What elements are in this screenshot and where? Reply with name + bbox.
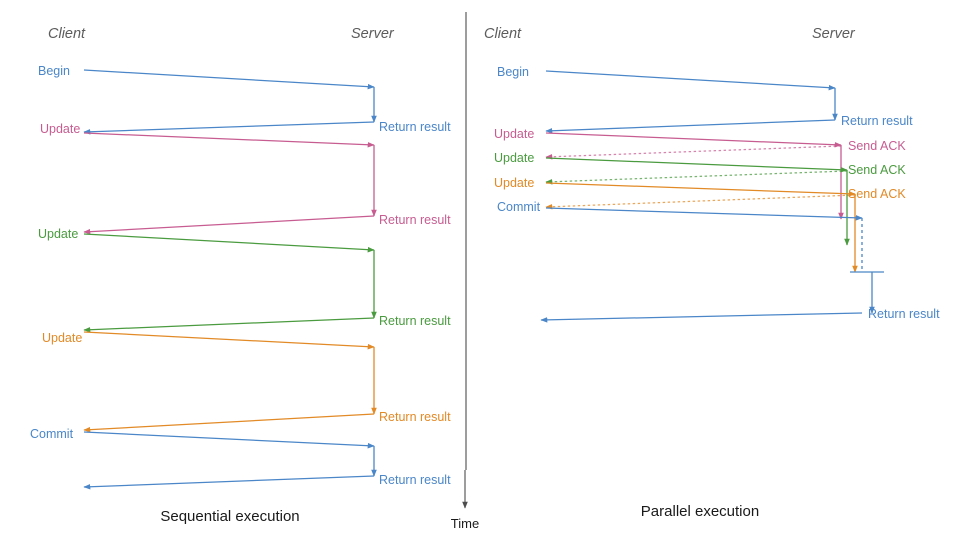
message-arrow-commit-8: [545, 207, 863, 221]
message-label-begin-0: Begin: [38, 64, 70, 78]
message-label-commit-8: Commit: [30, 427, 74, 441]
message-arrow-return-result-9: [540, 312, 863, 323]
message-arrow-send-ack-7: [545, 194, 856, 210]
message-label-update-6: Update: [494, 176, 534, 190]
lane-title-client: Client: [484, 26, 522, 42]
message-label-return-result-7: Return result: [379, 410, 451, 424]
time-axis-label: Time: [451, 516, 479, 531]
message-label-return-result-9: Return result: [868, 307, 940, 321]
panel-caption-sequential: Sequential execution: [160, 508, 299, 525]
message-arrow-send-ack-5: [545, 170, 848, 185]
message-label-send-ack-3: Send ACK: [848, 139, 906, 153]
message-arrow-update-4: [545, 157, 848, 173]
message-label-return-result-5: Return result: [379, 314, 451, 328]
lane-title-client: Client: [48, 26, 86, 42]
message-arrow-send-ack-3: [545, 145, 842, 160]
message-arrow-return-result-7: [83, 413, 375, 433]
message-label-send-ack-5: Send ACK: [848, 163, 906, 177]
message-label-begin-0: Begin: [497, 65, 529, 79]
message-arrow-return-result-1: [83, 121, 375, 135]
message-arrow-return-result-5: [83, 317, 375, 333]
panel-caption-parallel: Parallel execution: [641, 503, 759, 520]
message-label-update-4: Update: [494, 151, 534, 165]
message-arrow-return-result-9: [83, 475, 375, 490]
message-arrow-begin-0: [83, 69, 375, 90]
message-label-return-result-1: Return result: [841, 114, 913, 128]
message-label-commit-8: Commit: [497, 200, 541, 214]
message-arrow-return-result-3: [83, 215, 375, 235]
message-label-update-4: Update: [38, 227, 78, 241]
message-label-update-2: Update: [494, 127, 534, 141]
message-arrow-update-4: [83, 233, 375, 253]
message-label-return-result-3: Return result: [379, 213, 451, 227]
message-arrow-return-result-1: [545, 119, 836, 134]
message-arrow-begin-0: [545, 70, 836, 91]
message-arrow-update-6: [545, 182, 856, 197]
message-arrow-update-2: [545, 132, 842, 148]
message-label-update-6: Update: [42, 331, 82, 345]
lane-title-server: Server: [812, 26, 856, 42]
message-label-update-2: Update: [40, 122, 80, 136]
message-arrow-update-2: [83, 132, 375, 148]
message-label-send-ack-7: Send ACK: [848, 187, 906, 201]
message-arrow-update-6: [83, 331, 375, 350]
message-arrow-commit-8: [83, 431, 375, 449]
message-label-return-result-9: Return result: [379, 473, 451, 487]
message-label-return-result-1: Return result: [379, 120, 451, 134]
lane-title-server: Server: [351, 26, 395, 42]
